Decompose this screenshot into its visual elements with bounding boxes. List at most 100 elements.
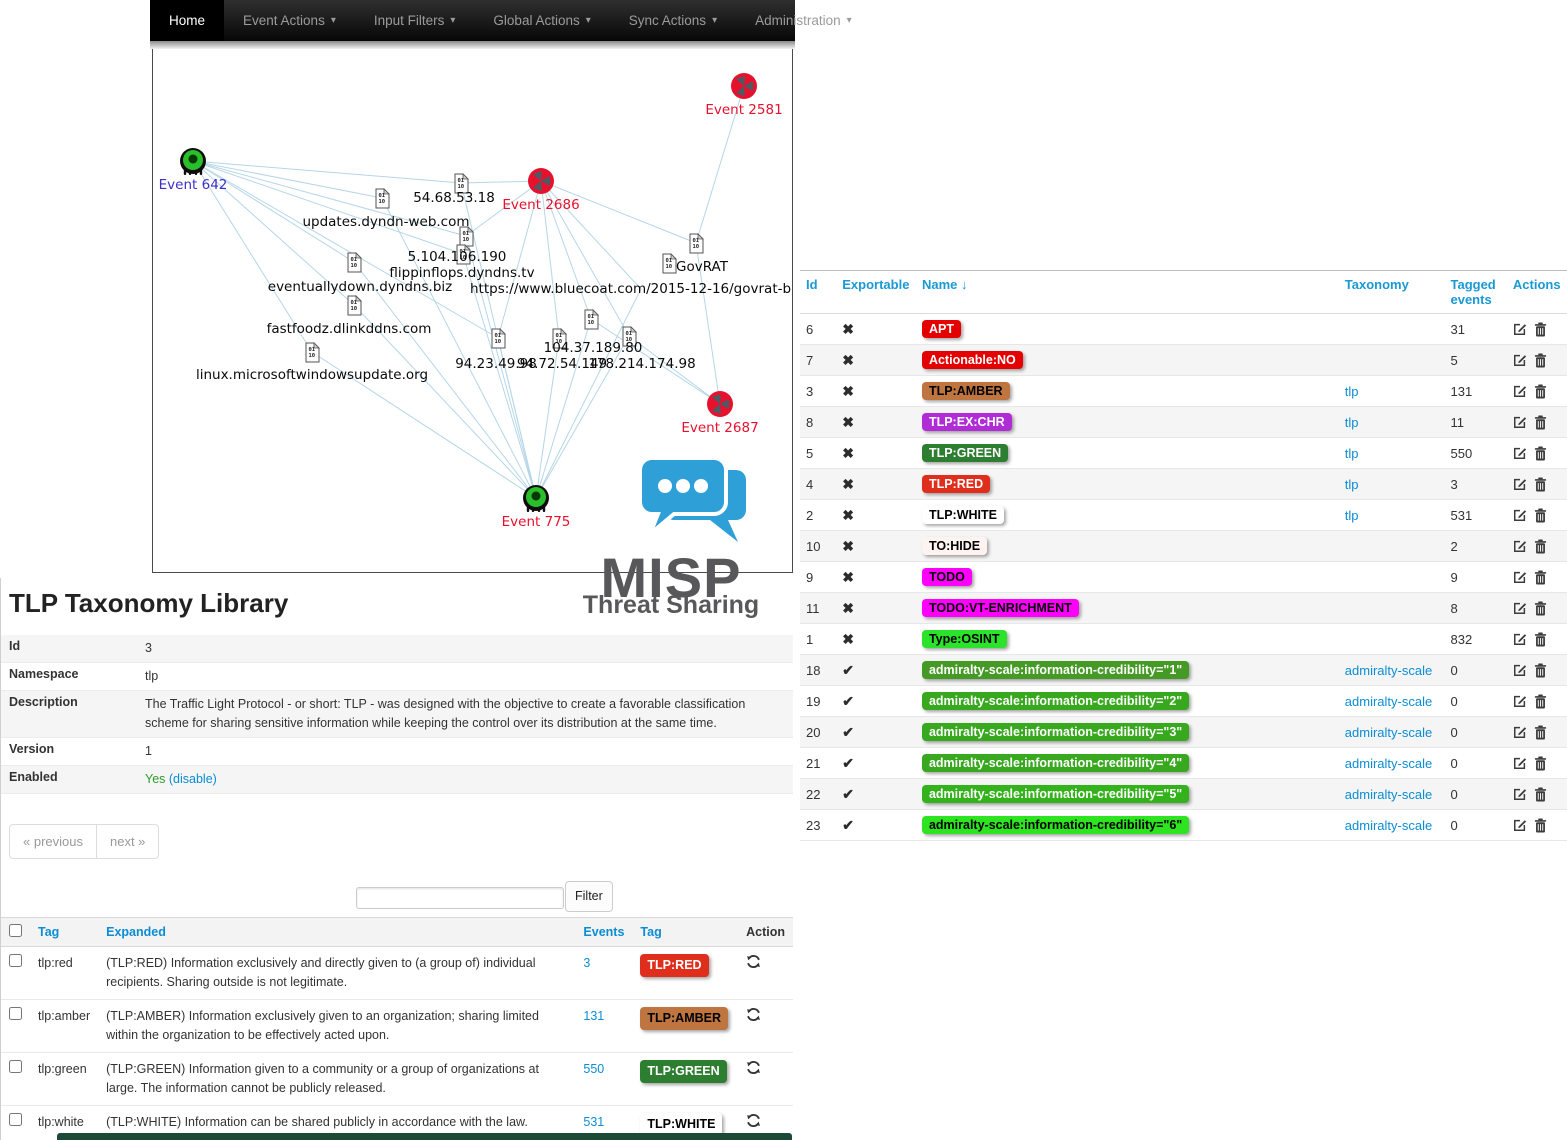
graph-canvas[interactable]: 0110011001100110011001100110011001100110… [153,49,791,570]
edit-icon[interactable] [1513,632,1527,646]
taxonomy-link[interactable]: tlp [1344,414,1359,430]
refresh-icon[interactable] [746,1060,761,1075]
delete-icon[interactable] [1534,508,1547,523]
tags-header-id[interactable]: Id [800,270,837,314]
event-642-node[interactable]: Event 642 [159,148,228,193]
row-checkbox[interactable] [9,954,22,967]
row-checkbox[interactable] [9,1113,22,1126]
edit-icon[interactable] [1513,508,1527,522]
nav-item-home[interactable]: Home [150,0,225,41]
delete-icon[interactable] [1534,477,1547,492]
edit-icon[interactable] [1513,601,1527,615]
edit-icon[interactable] [1513,663,1527,677]
nav-item-administration[interactable]: Administration▾ [736,0,871,41]
delete-icon[interactable] [1534,756,1547,771]
taxonomy-link[interactable]: admiralty-scale [1344,755,1433,771]
refresh-icon[interactable] [746,1113,761,1128]
taxonomy-link[interactable]: tlp [1344,445,1359,461]
edit-icon[interactable] [1513,415,1527,429]
edit-icon[interactable] [1513,322,1527,336]
tag-badge[interactable]: TO:HIDE [921,537,988,555]
nav-item-global-actions[interactable]: Global Actions▾ [474,0,609,41]
event-775-node[interactable]: Event 775 [502,485,571,530]
event-2686-node[interactable]: Event 2686 [502,168,580,213]
edit-icon[interactable] [1513,725,1527,739]
taxonomy-link[interactable]: admiralty-scale [1344,786,1433,802]
tag-badge[interactable]: TODO [921,568,972,586]
tag-badge[interactable]: admiralty-scale:information-credibility=… [921,692,1190,710]
edit-icon[interactable] [1513,694,1527,708]
next-page-button[interactable]: next » [95,825,158,858]
edit-icon[interactable] [1513,818,1527,832]
tag-badge[interactable]: TLP:RED [640,954,709,977]
tag-badge[interactable]: admiralty-scale:information-credibility=… [921,754,1190,772]
delete-icon[interactable] [1534,384,1547,399]
taxonomy-link[interactable]: tlp [1344,383,1359,399]
delete-icon[interactable] [1534,539,1547,554]
edit-icon[interactable] [1513,787,1527,801]
tag-badge[interactable]: admiralty-scale:information-credibility=… [921,816,1190,834]
delete-icon[interactable] [1534,415,1547,430]
edit-icon[interactable] [1513,384,1527,398]
edit-icon[interactable] [1513,539,1527,553]
events-count-link[interactable]: 531 [583,1115,605,1129]
delete-icon[interactable] [1534,787,1547,802]
tag-badge[interactable]: TLP:AMBER [921,382,1010,400]
events-count-link[interactable]: 131 [583,1009,605,1023]
tags-header-taxonomy[interactable]: Taxonomy [1338,270,1445,314]
nav-item-input-filters[interactable]: Input Filters▾ [355,0,475,41]
events-count-link[interactable]: 3 [583,956,591,970]
tag-badge[interactable]: admiralty-scale:information-credibility=… [921,785,1190,803]
delete-icon[interactable] [1534,601,1547,616]
tag-badge[interactable]: TLP:RED [921,475,991,493]
tag-badge[interactable]: TODO:VT-ENRICHMENT [921,599,1079,617]
taxonomy-link[interactable]: admiralty-scale [1344,817,1433,833]
tag-badge[interactable]: Actionable:NO [921,351,1023,369]
tag-badge[interactable]: admiralty-scale:information-credibility=… [921,723,1190,741]
taxonomy-link[interactable]: tlp [1344,476,1359,492]
delete-icon[interactable] [1534,632,1547,647]
edit-icon[interactable] [1513,756,1527,770]
refresh-icon[interactable] [746,954,761,969]
tag-badge[interactable]: TLP:GREEN [640,1060,727,1083]
delete-icon[interactable] [1534,446,1547,461]
edit-icon[interactable] [1513,446,1527,460]
tags-header-name[interactable]: Name ↓ [915,270,1339,314]
nav-item-sync-actions[interactable]: Sync Actions▾ [610,0,736,41]
tlp-header-expanded[interactable]: Expanded [98,917,576,947]
tlp-header-tag[interactable]: Tag [30,917,99,947]
row-checkbox[interactable] [9,1007,22,1020]
tag-badge[interactable]: admiralty-scale:information-credibility=… [921,661,1190,679]
delete-icon[interactable] [1534,694,1547,709]
event-2581-node[interactable]: Event 2581 [705,73,783,118]
tag-badge[interactable]: TLP:EX:CHR [921,413,1012,431]
event-2687-node[interactable]: Event 2687 [681,391,759,436]
sort-descending-icon[interactable]: ↓ [961,277,968,292]
edit-icon[interactable] [1513,353,1527,367]
taxonomy-link[interactable]: admiralty-scale [1344,693,1433,709]
select-all-checkbox[interactable] [9,924,22,937]
delete-icon[interactable] [1534,663,1547,678]
edit-icon[interactable] [1513,570,1527,584]
select-all-header[interactable] [1,917,30,947]
delete-icon[interactable] [1534,353,1547,368]
refresh-icon[interactable] [746,1007,761,1022]
tag-badge[interactable]: TLP:GREEN [921,444,1009,462]
events-count-link[interactable]: 550 [583,1062,605,1076]
edit-icon[interactable] [1513,477,1527,491]
delete-icon[interactable] [1534,322,1547,337]
disable-link[interactable]: (disable) [168,772,217,786]
taxonomy-link[interactable]: tlp [1344,507,1359,523]
nav-item-event-actions[interactable]: Event Actions▾ [224,0,355,41]
